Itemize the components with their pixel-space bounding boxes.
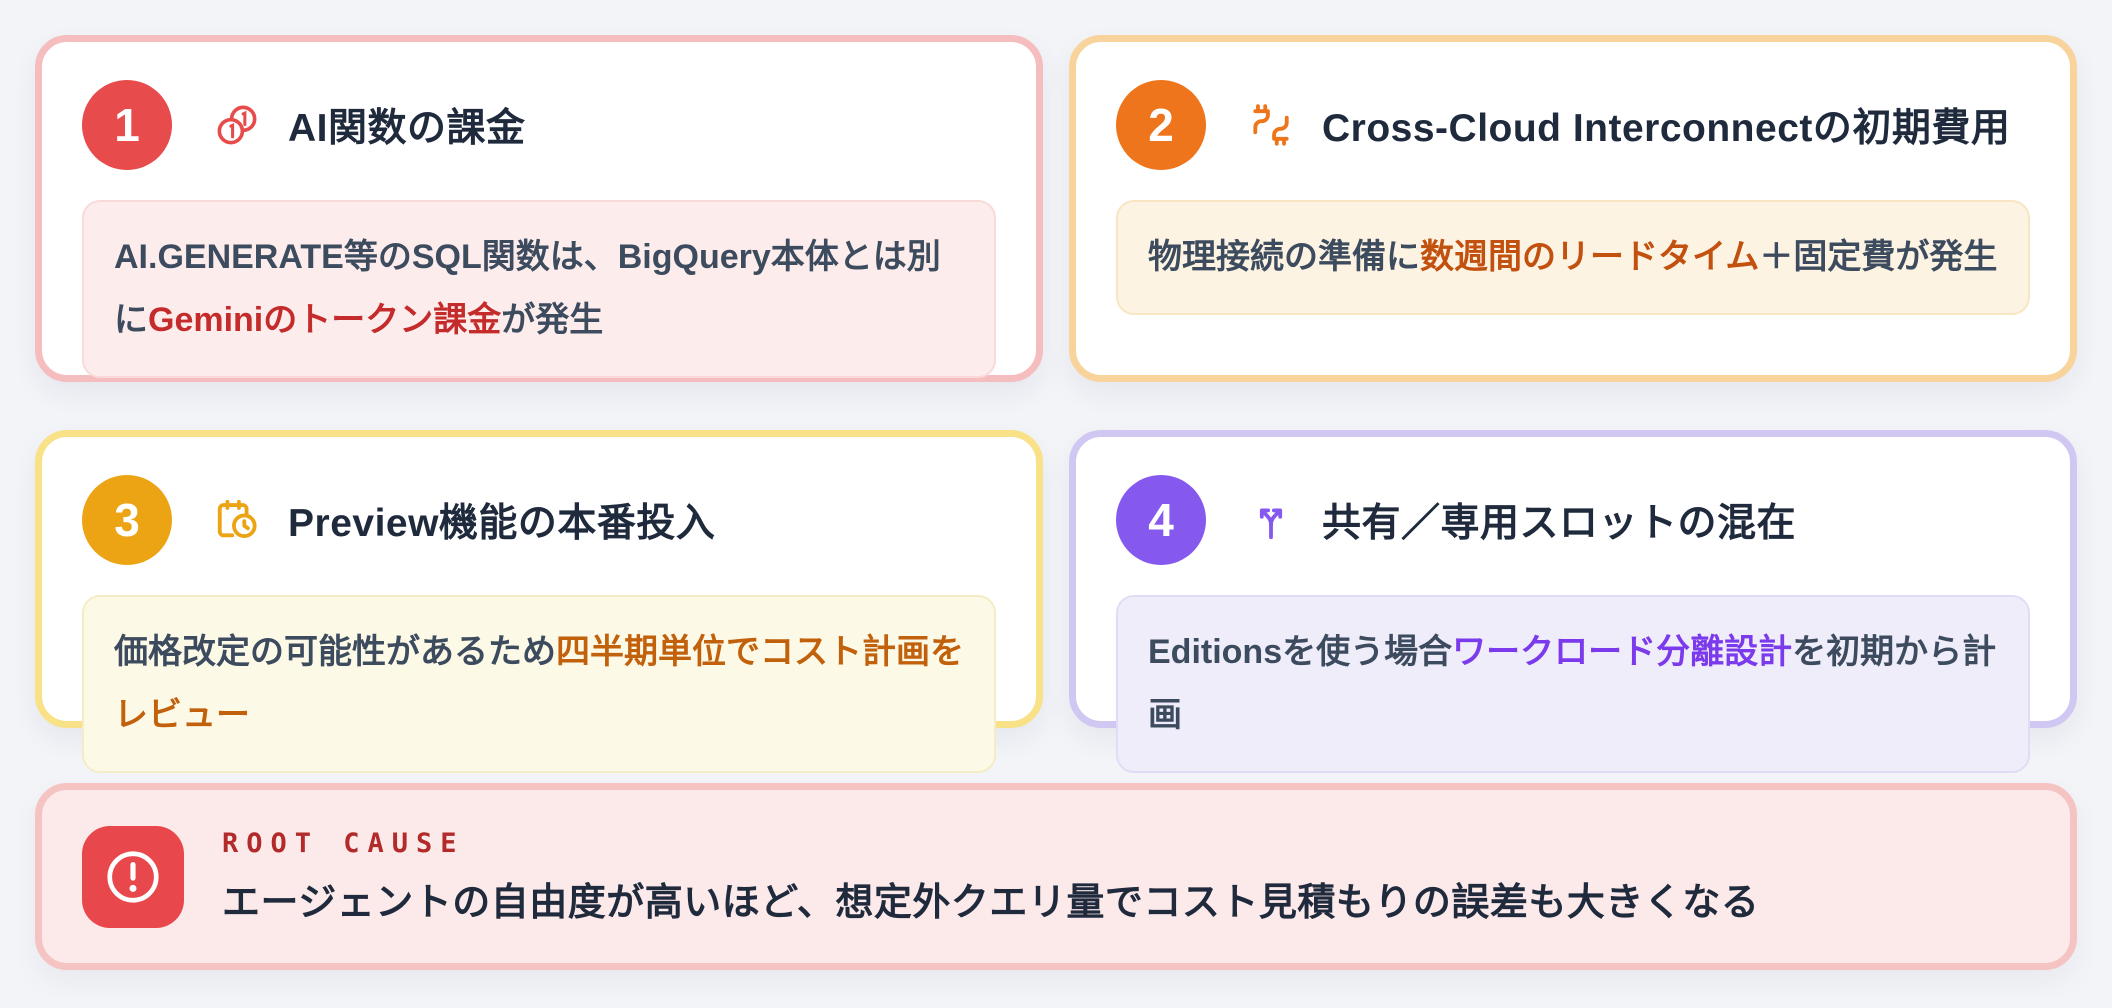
note-highlight: 四半期単位でコスト計画をレビュー (114, 633, 964, 734)
infographic-page: 1 AI関数の課金 AI.GENERATE等のSQL関数は、BigQuery本体… (35, 35, 2077, 970)
coins-icon (214, 102, 260, 148)
root-cause-banner: ROOT CAUSE エージェントの自由度が高いほど、想定外クエリ量でコスト見積… (35, 783, 2077, 970)
card-title: Cross-Cloud Interconnectの初期費用 (1322, 107, 2011, 150)
note-highlight: ワークロード分離設計 (1452, 633, 1793, 671)
card-header: 2 Cross-Cloud Interconnectの初期費用 (1116, 80, 2030, 170)
card-header: 3 Preview機能の本番投入 (82, 475, 996, 565)
card-title: AI関数の課金 (288, 107, 526, 150)
card-note: AI.GENERATE等のSQL関数は、BigQuery本体とは別にGemini… (82, 200, 996, 378)
banner-textblock: ROOT CAUSE エージェントの自由度が高いほど、想定外クエリ量でコスト見積… (222, 828, 1759, 926)
card-header: 4 共有／専用スロットの混在 (1116, 475, 2030, 565)
card-header: 1 AI関数の課金 (82, 80, 996, 170)
note-text: AI.GENERATE等のSQL関数は、BigQuery本体とは別に (114, 238, 941, 339)
note-text: 物理接続の準備に (1148, 238, 1420, 276)
card-title: 共有／専用スロットの混在 (1322, 502, 1797, 545)
number-badge: 1 (82, 80, 172, 170)
note-highlight: 数週間のリードタイム (1420, 238, 1760, 276)
alert-icon (82, 825, 184, 928)
banner-message: エージェントの自由度が高いほど、想定外クエリ量でコスト見積もりの誤差も大きくなる (222, 881, 1760, 924)
card-note: 価格改定の可能性があるため四半期単位でコスト計画をレビュー (82, 595, 996, 773)
calendar-clock-icon (214, 497, 260, 543)
plug-cable-icon (1248, 102, 1294, 148)
note-text: Editionsを使う場合 (1148, 633, 1453, 671)
number-badge: 3 (82, 475, 172, 565)
note-text: が発生 (501, 300, 604, 339)
card-note: Editionsを使う場合ワークロード分離設計を初期から計画 (1116, 595, 2030, 773)
note-text: を初期から計画 (1148, 633, 1997, 734)
note-text: 価格改定の可能性があるため (114, 633, 556, 671)
card-preview-production: 3 Preview機能の本番投入 価格改定の可能性があるため四半期単位でコスト計… (35, 430, 1043, 773)
note-text: ＋固定費が発生 (1759, 238, 1998, 276)
number-badge: 4 (1116, 475, 1206, 565)
number-badge: 2 (1116, 80, 1206, 170)
card-grid: 1 AI関数の課金 AI.GENERATE等のSQL関数は、BigQuery本体… (35, 35, 2077, 773)
card-note: 物理接続の準備に数週間のリードタイム＋固定費が発生 (1116, 200, 2030, 315)
note-highlight: Geminiのトークン課金 (148, 300, 502, 339)
card-ai-function-billing: 1 AI関数の課金 AI.GENERATE等のSQL関数は、BigQuery本体… (35, 35, 1043, 382)
card-title: Preview機能の本番投入 (288, 502, 716, 545)
card-slot-mix: 4 共有／専用スロットの混在 Editionsを使う場合ワークロード分離設計を初… (1069, 430, 2077, 773)
split-arrows-icon (1248, 497, 1294, 543)
card-interconnect-cost: 2 Cross-Cloud Interconnectの初期費用 物理接続の準備に… (1069, 35, 2077, 382)
banner-label: ROOT CAUSE (222, 827, 465, 859)
